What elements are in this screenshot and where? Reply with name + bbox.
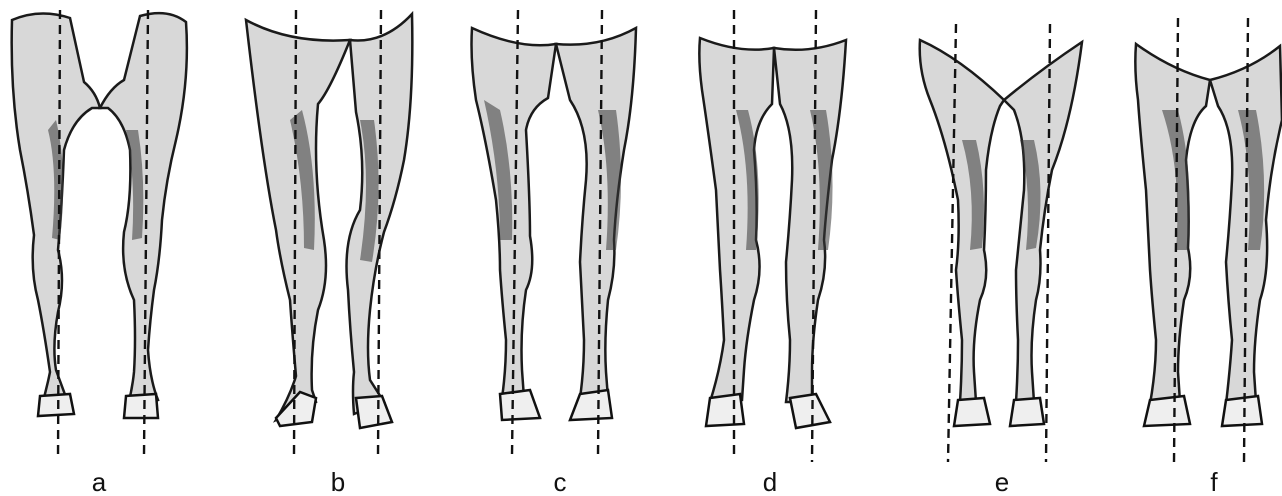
panel-label: f [1210, 467, 1218, 496]
panel-label: e [995, 467, 1009, 496]
panel-a: a [12, 10, 187, 496]
panel-b: b [246, 10, 412, 496]
panel-label: a [92, 467, 107, 496]
left-hoof [954, 398, 990, 426]
panel-c: c [472, 10, 637, 496]
right-hoof [1222, 396, 1262, 426]
right-leg [1004, 42, 1082, 402]
left-hoof [1144, 396, 1190, 426]
right-hoof [356, 396, 392, 428]
panel-label: d [763, 467, 777, 496]
panel-label: c [554, 467, 567, 496]
left-leg [246, 20, 350, 420]
right-leg [100, 13, 187, 412]
left-leg [699, 38, 774, 402]
right-hoof [570, 390, 612, 420]
right-leg [556, 28, 636, 398]
left-hoof [38, 394, 74, 416]
right-hoof [790, 394, 830, 428]
right-hoof [1010, 398, 1044, 426]
left-hoof [500, 390, 540, 420]
right-hoof [124, 394, 158, 418]
panel-label: b [331, 467, 345, 496]
left-hoof [706, 394, 744, 426]
panel-f: f [1135, 18, 1282, 496]
right-leg [774, 40, 846, 402]
left-leg [1135, 44, 1210, 404]
panel-d: d [699, 10, 846, 496]
left-leg [920, 40, 1004, 402]
panel-e: e [920, 24, 1082, 496]
